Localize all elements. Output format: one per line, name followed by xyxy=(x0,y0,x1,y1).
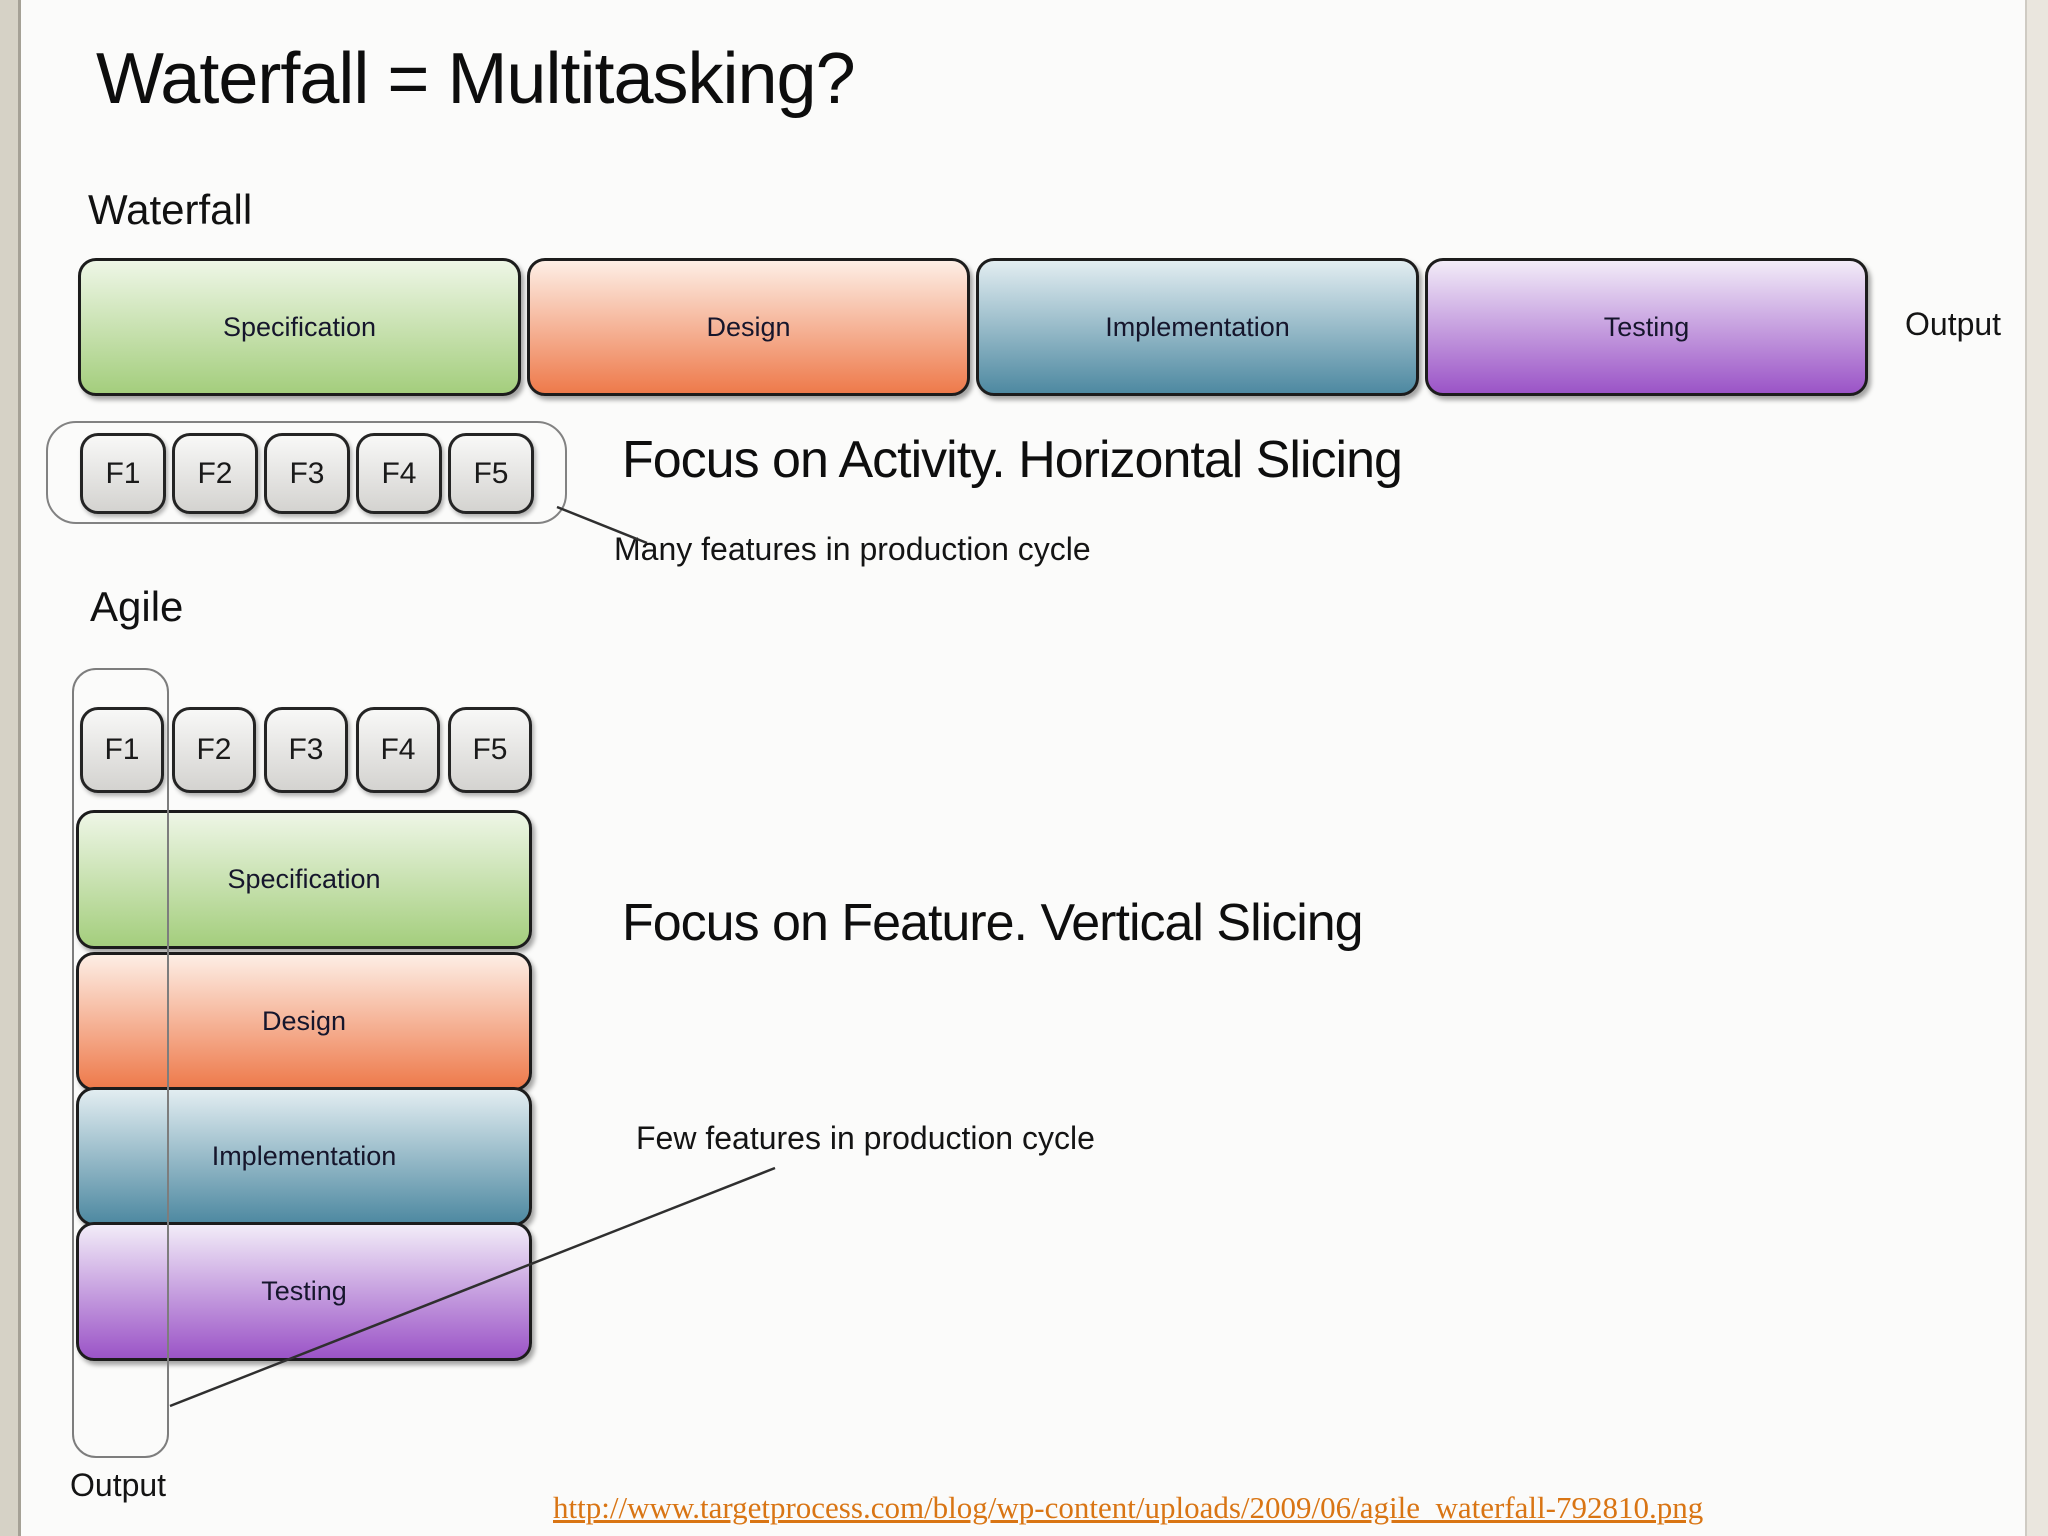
waterfall-feature-f1-label: F1 xyxy=(105,456,141,490)
waterfall-callout: Focus on Activity. Horizontal Slicing xyxy=(622,431,1403,489)
agile-feature-f3: F3 xyxy=(264,707,348,793)
agile-feature-f4: F4 xyxy=(356,707,440,793)
agile-feature-f4-label: F4 xyxy=(380,733,416,766)
waterfall-feature-f2-label: F2 xyxy=(197,456,233,490)
agile-phase-testing-label: Testing xyxy=(261,1276,347,1306)
agile-feature-f2: F2 xyxy=(172,707,256,793)
agile-note: Few features in production cycle xyxy=(636,1120,1095,1156)
waterfall-feature-f2: F2 xyxy=(172,433,258,514)
waterfall-feature-f3: F3 xyxy=(264,433,350,514)
agile-phase-testing: Testing xyxy=(76,1222,532,1361)
agile-phase-implementation: Implementation xyxy=(76,1087,532,1226)
waterfall-features-container xyxy=(46,421,567,524)
waterfall-section-label: Waterfall xyxy=(88,186,253,233)
waterfall-phase-implementation-label: Implementation xyxy=(1105,311,1290,342)
agile-callout: Focus on Feature. Vertical Slicing xyxy=(622,894,1364,952)
waterfall-feature-f5: F5 xyxy=(448,433,534,514)
source-url-link[interactable]: http://www.targetprocess.com/blog/wp-con… xyxy=(553,1490,1704,1525)
waterfall-output-label: Output xyxy=(1905,306,2002,342)
agile-phase-design-label: Design xyxy=(261,1006,347,1036)
agile-feature-f1: F1 xyxy=(80,707,164,793)
agile-phase-implementation-label: Implementation xyxy=(211,1141,397,1171)
agile-output-label: Output xyxy=(70,1467,167,1503)
waterfall-phase-design-label: Design xyxy=(706,311,791,342)
agile-phase-specification: Specification xyxy=(76,810,532,949)
desktop-background-right-strip xyxy=(2025,0,2048,1536)
page-title: Waterfall = Multitasking? xyxy=(96,39,856,119)
agile-feature-f5-label: F5 xyxy=(472,733,508,766)
waterfall-phase-testing-label: Testing xyxy=(1603,311,1690,342)
agile-feature-f2-label: F2 xyxy=(196,733,232,766)
agile-section-label: Agile xyxy=(90,583,184,630)
waterfall-phase-design: Design xyxy=(527,258,970,396)
waterfall-feature-f5-label: F5 xyxy=(473,456,509,490)
agile-feature-f1-label: F1 xyxy=(104,733,140,766)
agile-phase-specification-label: Specification xyxy=(227,864,381,894)
waterfall-phase-implementation: Implementation xyxy=(976,258,1419,396)
waterfall-phase-testing: Testing xyxy=(1425,258,1868,396)
waterfall-feature-f1: F1 xyxy=(80,433,166,514)
waterfall-phase-specification-label: Specification xyxy=(222,311,377,342)
waterfall-feature-f4-label: F4 xyxy=(381,456,417,490)
agile-feature-f3-label: F3 xyxy=(288,733,324,766)
agile-phase-design: Design xyxy=(76,952,532,1091)
waterfall-feature-f3-label: F3 xyxy=(289,456,325,490)
waterfall-phase-specification: Specification xyxy=(78,258,521,396)
desktop-background-left-strip xyxy=(0,0,21,1536)
waterfall-feature-f4: F4 xyxy=(356,433,442,514)
waterfall-note: Many features in production cycle xyxy=(614,531,1091,567)
agile-feature-f5: F5 xyxy=(448,707,532,793)
